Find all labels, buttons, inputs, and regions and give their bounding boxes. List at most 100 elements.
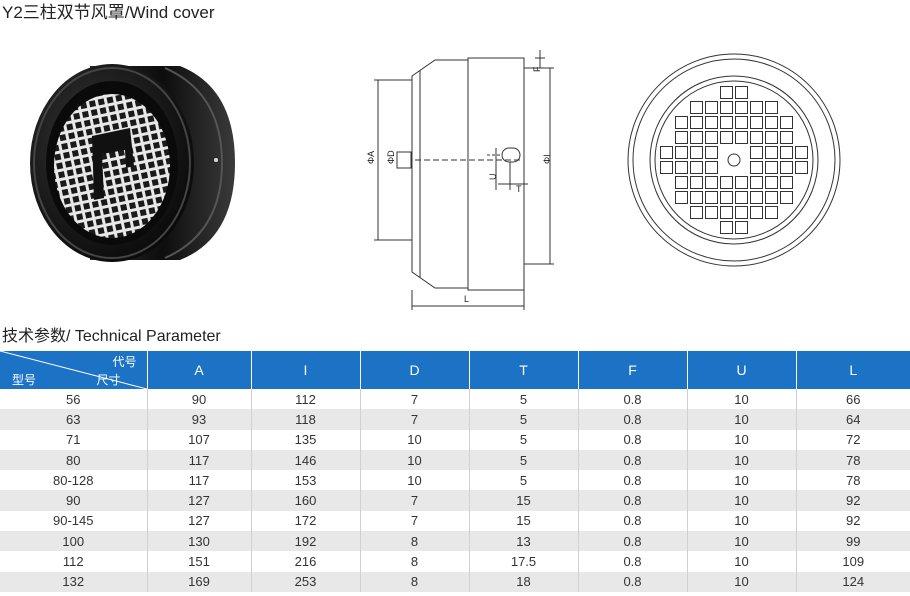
value-cell: 10: [687, 409, 797, 430]
vent-hole: [765, 101, 778, 114]
dim-label-U: U: [488, 174, 498, 181]
vent-hole: [780, 191, 793, 204]
value-cell: 0.8: [578, 510, 688, 532]
value-cell: 124: [796, 571, 910, 592]
vent-hole: [765, 131, 778, 144]
vent-hole: [750, 146, 763, 159]
vent-hole: [780, 116, 793, 129]
vent-hole: [720, 176, 733, 189]
column-header-U: U: [687, 351, 797, 389]
table-corner-cell: 代号 尺寸 型号: [0, 351, 148, 389]
vent-hole: [780, 146, 793, 159]
value-cell: 15: [469, 510, 579, 532]
value-cell: 135: [251, 429, 361, 450]
dim-label-F: F: [532, 66, 542, 72]
value-cell: 7: [360, 409, 470, 430]
vent-hole: [675, 161, 688, 174]
vent-hole: [765, 176, 778, 189]
model-cell: 63: [0, 409, 148, 430]
vent-hole: [750, 101, 763, 114]
vent-hole: [750, 206, 763, 219]
dim-label-D: ΦD: [386, 150, 396, 164]
value-cell: 192: [251, 531, 361, 552]
corner-label-size: 尺寸: [96, 373, 121, 387]
value-cell: 64: [796, 409, 910, 430]
value-cell: 216: [251, 551, 361, 572]
value-cell: 253: [251, 571, 361, 592]
wind-cover-photo: [30, 64, 235, 262]
value-cell: 172: [251, 510, 361, 532]
vent-hole: [765, 161, 778, 174]
vent-hole: [735, 86, 748, 99]
vent-hole: [735, 206, 748, 219]
value-cell: 5: [469, 389, 579, 410]
vent-hole: [705, 191, 718, 204]
model-cell: 132: [0, 571, 148, 592]
value-cell: 10: [360, 449, 470, 471]
vent-hole: [705, 131, 718, 144]
value-cell: 7: [360, 389, 470, 410]
value-cell: 8: [360, 531, 470, 552]
vent-hole: [675, 116, 688, 129]
side-view-drawing: ΦA ΦD ΦI U T F L: [366, 50, 554, 310]
vent-hole: [750, 176, 763, 189]
vent-hole: [660, 146, 673, 159]
value-cell: 109: [796, 551, 910, 572]
value-cell: 92: [796, 510, 910, 532]
vent-hole: [780, 161, 793, 174]
value-cell: 10: [687, 490, 797, 511]
vent-hole: [690, 191, 703, 204]
vent-hole: [690, 116, 703, 129]
vent-hole: [735, 176, 748, 189]
vent-hole: [765, 206, 778, 219]
value-cell: 78: [796, 449, 910, 471]
value-cell: 10: [360, 429, 470, 450]
column-header-F: F: [578, 351, 688, 389]
vent-hole: [750, 191, 763, 204]
vent-hole: [750, 161, 763, 174]
vent-hole: [720, 116, 733, 129]
vent-hole: [675, 131, 688, 144]
vent-hole: [735, 191, 748, 204]
model-cell: 71: [0, 429, 148, 450]
value-cell: 7: [360, 490, 470, 511]
corner-diagonal: [0, 351, 147, 389]
model-cell: 112: [0, 551, 148, 572]
value-cell: 0.8: [578, 531, 688, 552]
value-cell: 10: [687, 449, 797, 471]
vent-hole: [690, 206, 703, 219]
value-cell: 78: [796, 470, 910, 491]
column-header-T: T: [469, 351, 579, 389]
value-cell: 153: [251, 470, 361, 491]
vent-hole: [780, 131, 793, 144]
value-cell: 146: [251, 449, 361, 471]
value-cell: 10: [687, 551, 797, 572]
value-cell: 0.8: [578, 409, 688, 430]
vent-hole: [705, 146, 718, 159]
value-cell: 5: [469, 470, 579, 491]
vent-hole: [795, 161, 808, 174]
vent-hole: [720, 86, 733, 99]
value-cell: 10: [687, 429, 797, 450]
vent-hole: [780, 176, 793, 189]
value-cell: 7: [360, 510, 470, 532]
model-cell: 90-145: [0, 510, 148, 532]
value-cell: 127: [147, 490, 252, 511]
value-cell: 18: [469, 571, 579, 592]
vent-hole: [795, 146, 808, 159]
vent-hole: [735, 221, 748, 234]
value-cell: 5: [469, 449, 579, 471]
value-cell: 92: [796, 490, 910, 511]
vent-hole: [690, 101, 703, 114]
value-cell: 169: [147, 571, 252, 592]
vent-hole: [735, 131, 748, 144]
value-cell: 99: [796, 531, 910, 552]
value-cell: 72: [796, 429, 910, 450]
